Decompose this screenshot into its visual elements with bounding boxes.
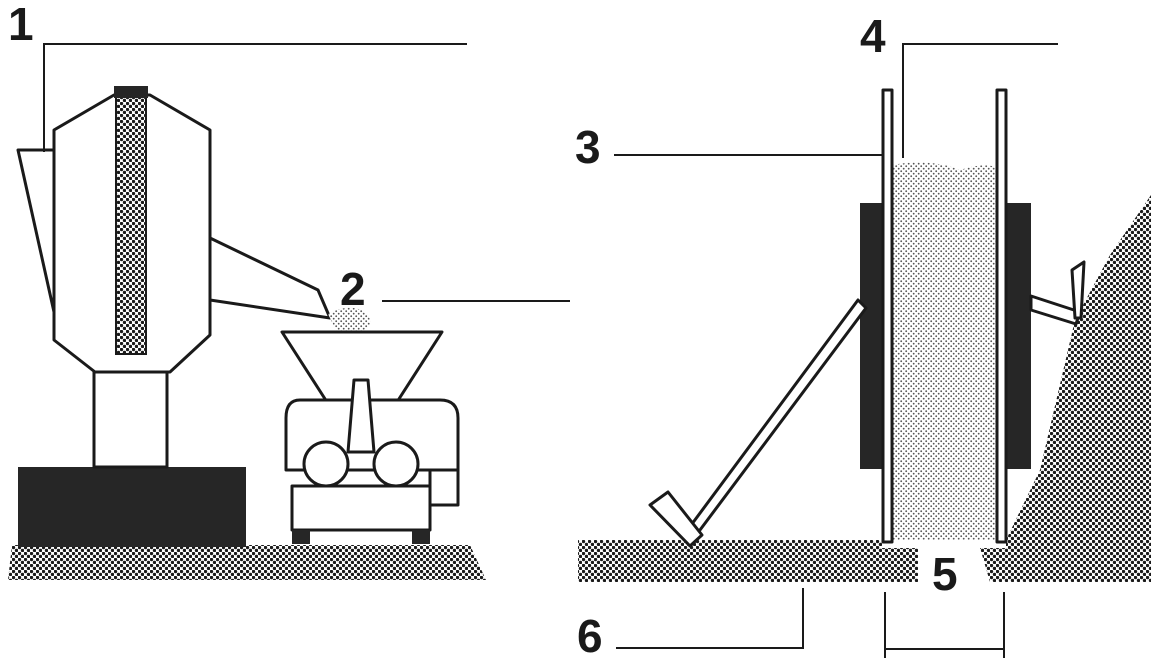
trench-fill xyxy=(892,162,998,540)
discharge-chute xyxy=(208,236,332,320)
foundation-block xyxy=(18,467,246,547)
brace-right xyxy=(1029,294,1082,326)
callout-3: 3 xyxy=(575,121,601,173)
ground-right xyxy=(578,540,918,582)
callout-1: 1 xyxy=(8,0,34,50)
stake-right xyxy=(1070,260,1086,320)
callout-5: 5 xyxy=(932,548,958,600)
wall-right xyxy=(995,88,1008,544)
right-scene xyxy=(578,43,1151,658)
callout-4: 4 xyxy=(860,10,886,62)
callout-2: 2 xyxy=(340,263,366,315)
ground-right-2 xyxy=(980,540,1151,582)
mixer-column xyxy=(115,91,147,355)
callout-6: 6 xyxy=(577,610,603,661)
mixer-flap xyxy=(16,148,56,314)
stake-left xyxy=(648,490,704,548)
falling-material xyxy=(328,307,371,332)
column-cap xyxy=(114,86,148,98)
hillside xyxy=(1006,195,1151,545)
pedestal xyxy=(92,353,169,469)
ground-left xyxy=(8,545,486,580)
left-scene xyxy=(8,43,570,580)
wall-left xyxy=(881,88,894,544)
pump-machine xyxy=(280,330,460,544)
brace-left xyxy=(684,298,868,540)
form-panel-right xyxy=(1003,203,1031,469)
